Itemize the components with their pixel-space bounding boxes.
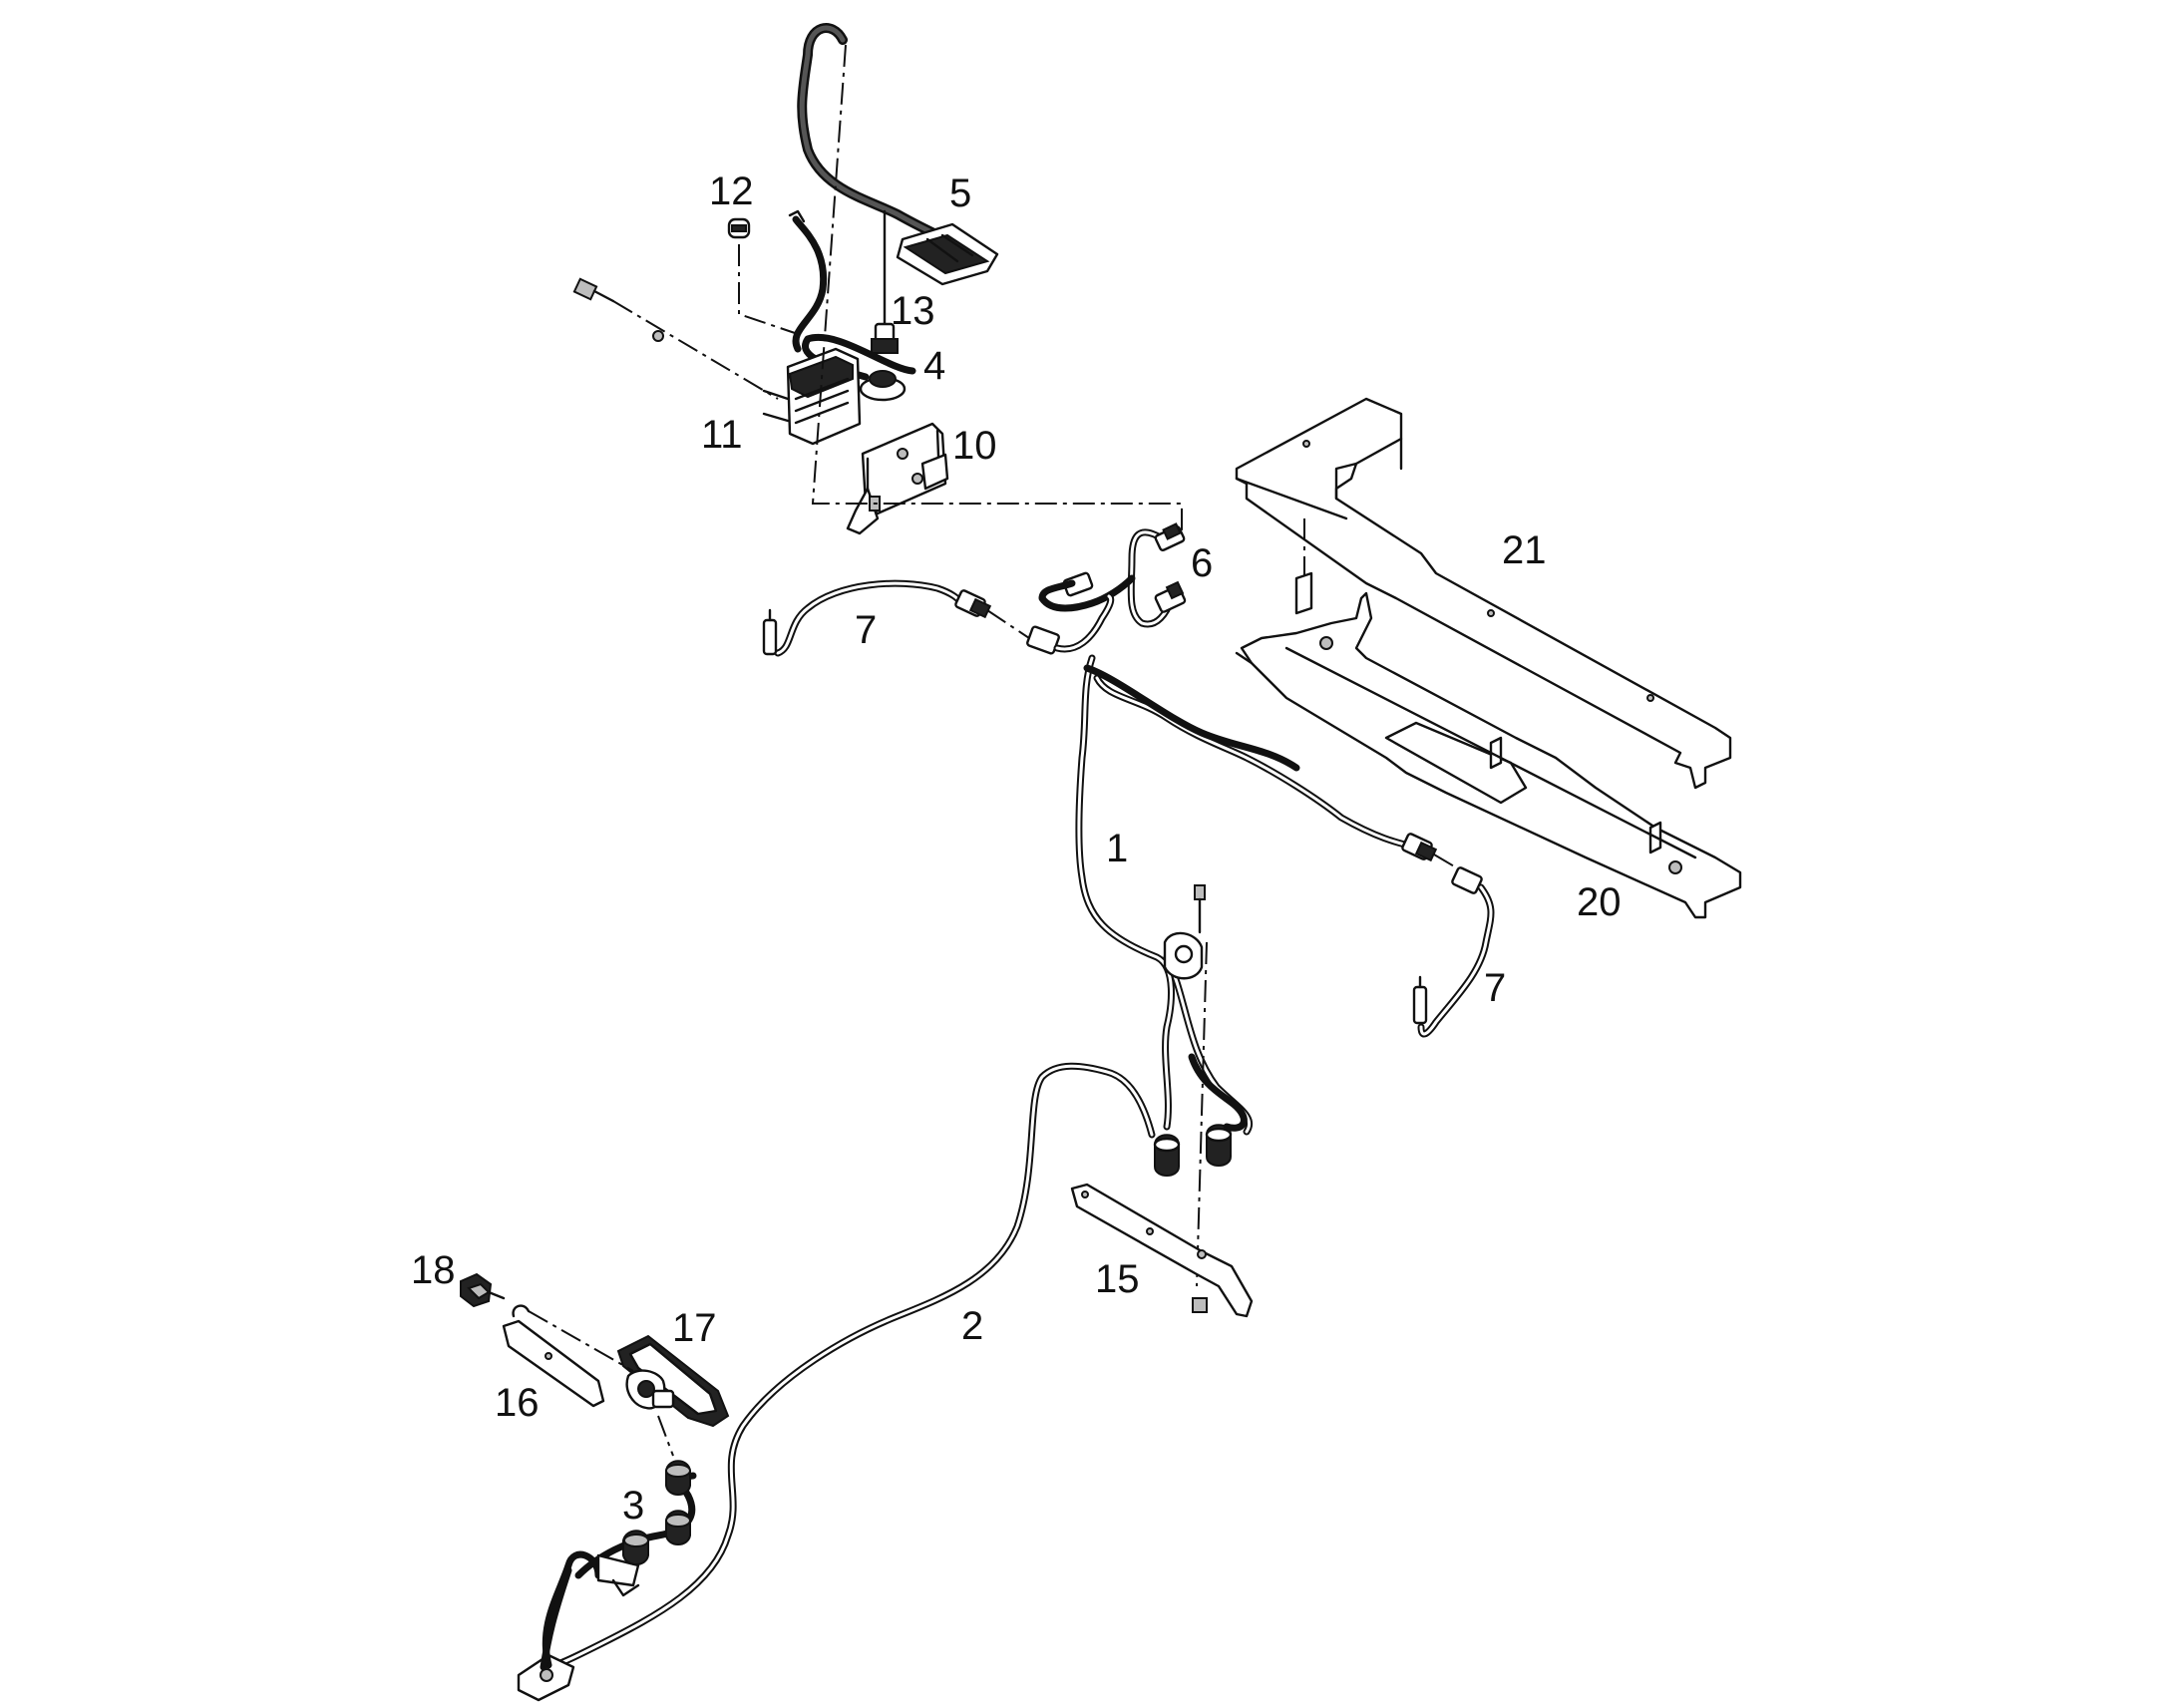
callout-15: 15	[1095, 1257, 1140, 1301]
callout-12: 12	[709, 170, 754, 213]
callout-18: 18	[411, 1248, 456, 1292]
part-11-control-module	[762, 347, 862, 446]
callout-13: 13	[891, 289, 935, 333]
callout-17: 17	[672, 1306, 717, 1350]
harness-plug-left	[1153, 1134, 1181, 1177]
part-3-lamp-harness	[517, 1415, 697, 1702]
grommet-mid	[665, 1510, 691, 1545]
part-7-sensor-cable-upper	[762, 579, 1033, 657]
part-6-branch-connectors	[1038, 522, 1187, 628]
callout-2: 2	[961, 1304, 983, 1348]
callout-7-lower: 7	[1484, 966, 1506, 1010]
harness-clamp	[1163, 884, 1208, 1287]
callout-labels: 1 2 3 4 5 6 7 7 10 11 12 13 15 16 17 18 …	[411, 170, 1622, 1528]
part-20-lower-rail	[1235, 571, 1742, 919]
grommet-left	[622, 1530, 649, 1565]
part-2-lamp-cable	[549, 1062, 1156, 1669]
callout-20: 20	[1577, 880, 1622, 924]
jumper-cable	[788, 209, 828, 353]
part-12-cap	[727, 217, 799, 335]
part-17-tail-lamp	[616, 1334, 730, 1428]
callout-6: 6	[1191, 541, 1213, 585]
bolt-washer	[572, 277, 779, 400]
callout-5: 5	[949, 171, 971, 215]
part-7-sensor-cable-lower	[1401, 833, 1495, 1038]
part-10-mounting-bracket	[846, 422, 949, 535]
part-16-bracket	[502, 1304, 634, 1408]
part-21-upper-bracket	[1235, 397, 1732, 790]
part-15-mounting-strap	[1070, 1183, 1254, 1318]
callout-16: 16	[495, 1381, 540, 1425]
part-18-cap-nut	[460, 1272, 506, 1308]
callout-11: 11	[701, 413, 743, 457]
callout-7-upper: 7	[855, 608, 877, 652]
callout-4: 4	[923, 344, 945, 388]
callout-1: 1	[1106, 827, 1128, 870]
part-5-gps-receiver	[797, 23, 999, 286]
part-13-antenna	[871, 209, 899, 354]
callout-10: 10	[952, 424, 997, 468]
grommet-top	[665, 1460, 691, 1496]
harness-plug-right	[1205, 1124, 1233, 1167]
part-1-main-harness	[1026, 592, 1420, 1177]
callout-21: 21	[1502, 528, 1547, 572]
callout-3: 3	[622, 1484, 644, 1528]
leader-line-module	[811, 44, 1183, 533]
